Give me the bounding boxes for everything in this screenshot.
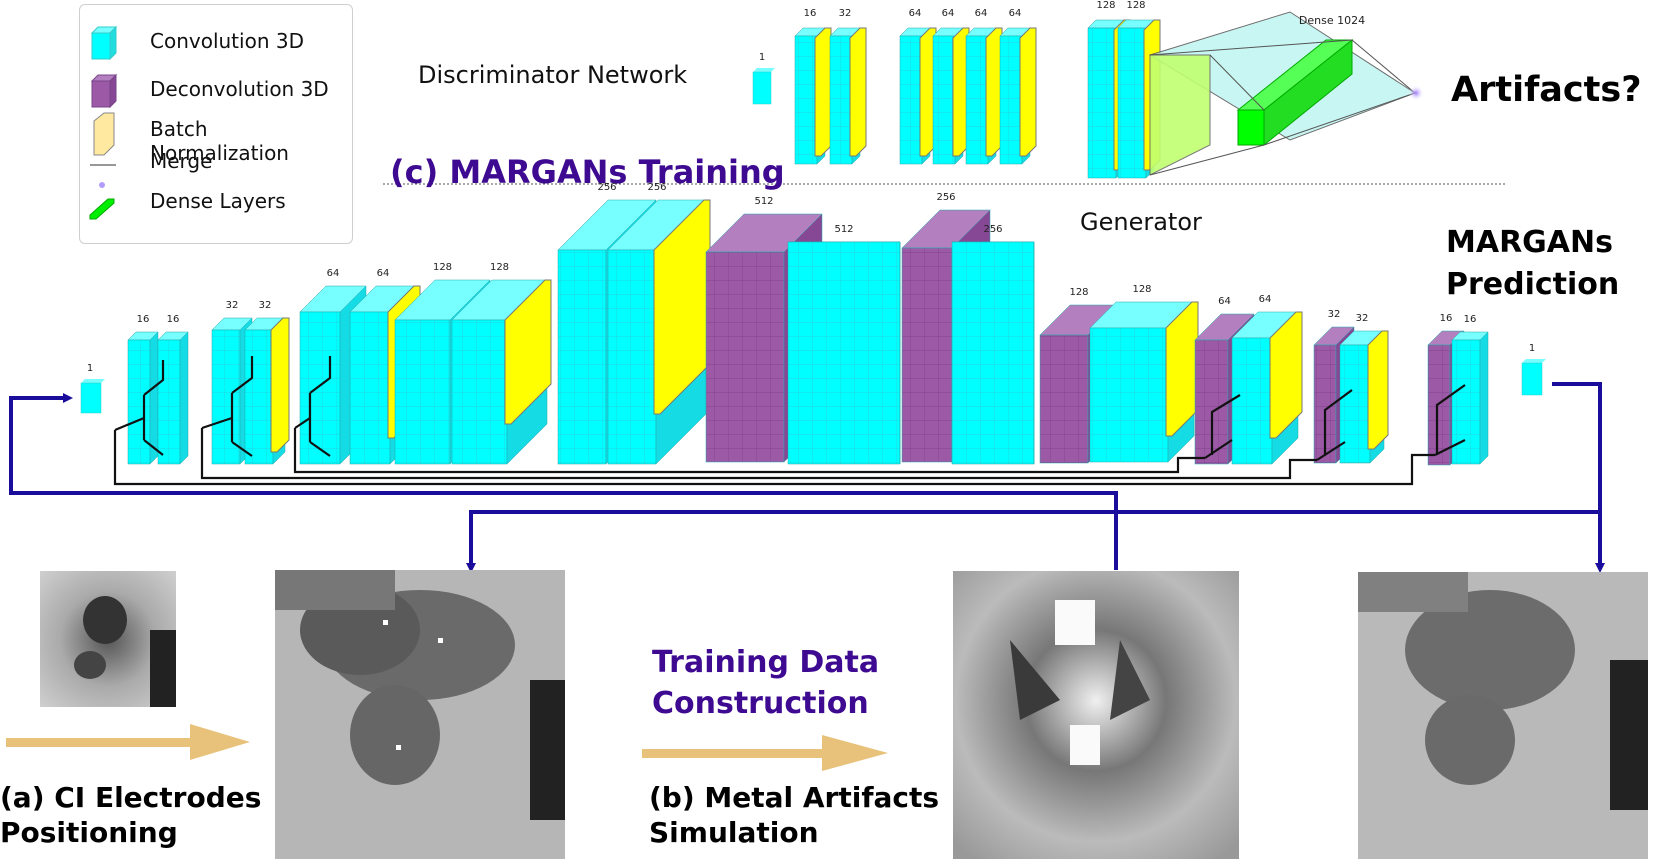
ct-image-artifacts	[953, 571, 1239, 859]
gen-output-block	[1521, 359, 1546, 396]
disc-filter-label: 32	[838, 8, 852, 19]
gen-filter-label: 32	[225, 300, 239, 311]
disc-filter-label: 128	[1126, 0, 1146, 11]
prediction-label-line2: Prediction	[1446, 267, 1620, 302]
step-b-line2: Simulation	[649, 816, 819, 849]
purple-cube-icon	[90, 73, 118, 109]
gen-filter-label: 16	[1463, 314, 1477, 325]
gen-filter-label: 128	[1132, 284, 1152, 295]
disc-dense-layer	[1148, 11, 1417, 176]
gen-filter-label: 256	[983, 224, 1003, 235]
gen-filter-label: 256	[647, 182, 667, 193]
gen-conv-block	[157, 331, 189, 465]
discriminator-network	[752, 11, 1424, 179]
gen-filter-label: 64	[1218, 296, 1231, 307]
legend-icons	[89, 25, 118, 220]
gen-filter-label: 128	[432, 262, 453, 273]
step-b-line1: (b) Metal Artifacts	[649, 781, 940, 814]
skip-connections	[113, 356, 1466, 486]
disc-filter-label: 64	[1008, 8, 1022, 19]
gen-filter-label: 16	[136, 314, 150, 325]
feedback-arrows	[9, 382, 1605, 573]
legend-merge-label: Merge	[150, 149, 213, 173]
disc-batchnorm-slab	[814, 27, 832, 157]
gen-filter-label: 256	[936, 192, 956, 203]
gen-input-block	[80, 379, 105, 414]
generator-network	[127, 199, 1489, 466]
disc-input-block	[752, 68, 775, 105]
data-construction-line2: Construction	[652, 686, 869, 721]
gen-batchnorm-slab	[1367, 330, 1389, 450]
gen-conv-block	[787, 241, 901, 465]
gen-filter-label: 64	[326, 268, 340, 279]
legend-batchnorm-label: Batch Normalization	[150, 117, 289, 165]
gen-filter-label: 128	[1069, 287, 1089, 298]
disc-filter-label: 64	[908, 8, 922, 19]
disc-filter-label: 64	[974, 8, 988, 19]
disc-input-label: 1	[758, 52, 766, 63]
gen-filter-label: 16	[166, 314, 180, 325]
disc-batchnorm-slab	[1019, 27, 1037, 157]
ct-image-small	[40, 571, 176, 707]
cyan-cube-icon	[90, 25, 118, 61]
yellow-slab-icon	[93, 112, 115, 156]
step-a-line2: Positioning	[0, 816, 178, 849]
gen-batchnorm-slab	[1269, 311, 1303, 439]
gen-filter-label: 16	[1439, 313, 1453, 324]
disc-output-dot	[1408, 85, 1424, 101]
gen-filter-label: 64	[1258, 294, 1272, 305]
disc-filter-label: 128	[1096, 0, 1116, 11]
gen-conv-block	[951, 241, 1035, 465]
gen-filter-label: 128	[489, 262, 510, 273]
generator-title: Generator	[1080, 208, 1202, 236]
gen-filter-label: 32	[1327, 309, 1341, 320]
gen-batchnorm-slab	[270, 317, 290, 453]
legend-conv-label: Convolution 3D	[150, 29, 304, 53]
gen-output-label: 1	[1528, 343, 1536, 354]
training-title: (c) MARGANs Training	[390, 153, 785, 191]
gen-filter-label: 256	[597, 182, 617, 193]
legend-dense-label: Dense Layers	[150, 189, 286, 213]
discriminator-title: Discriminator Network	[418, 61, 688, 89]
gen-filter-label: 512	[834, 224, 854, 235]
disc-batchnorm-slab	[985, 27, 1003, 157]
green-dense-icon	[89, 198, 115, 220]
gen-filter-label: 32	[258, 300, 272, 311]
gen-input-label: 1	[86, 363, 94, 374]
tan-arrows	[6, 724, 888, 771]
artifacts-question: Artifacts?	[1451, 70, 1642, 110]
disc-filter-label: 16	[803, 8, 817, 19]
gen-filter-label: 32	[1355, 313, 1369, 324]
dense-1024-label: Dense 1024	[1298, 14, 1366, 27]
step-a-line1: (a) CI Electrodes	[0, 781, 262, 814]
data-construction-line1: Training Data	[652, 645, 880, 680]
ct-image-prediction	[1358, 572, 1648, 859]
gen-batchnorm-slab	[504, 279, 552, 425]
prediction-label-line1: MARGANs	[1446, 225, 1613, 260]
disc-batchnorm-slab	[849, 27, 867, 157]
legend: Convolution 3D Deconvolution 3D Batch No…	[79, 4, 353, 244]
disc-filter-label: 64	[941, 8, 955, 19]
ct-image-electrodes	[275, 570, 565, 859]
dense-dot-icon	[99, 182, 105, 188]
gen-filter-label: 64	[376, 268, 390, 279]
legend-deconv-label: Deconvolution 3D	[150, 77, 329, 101]
gen-filter-label: 512	[754, 196, 774, 207]
